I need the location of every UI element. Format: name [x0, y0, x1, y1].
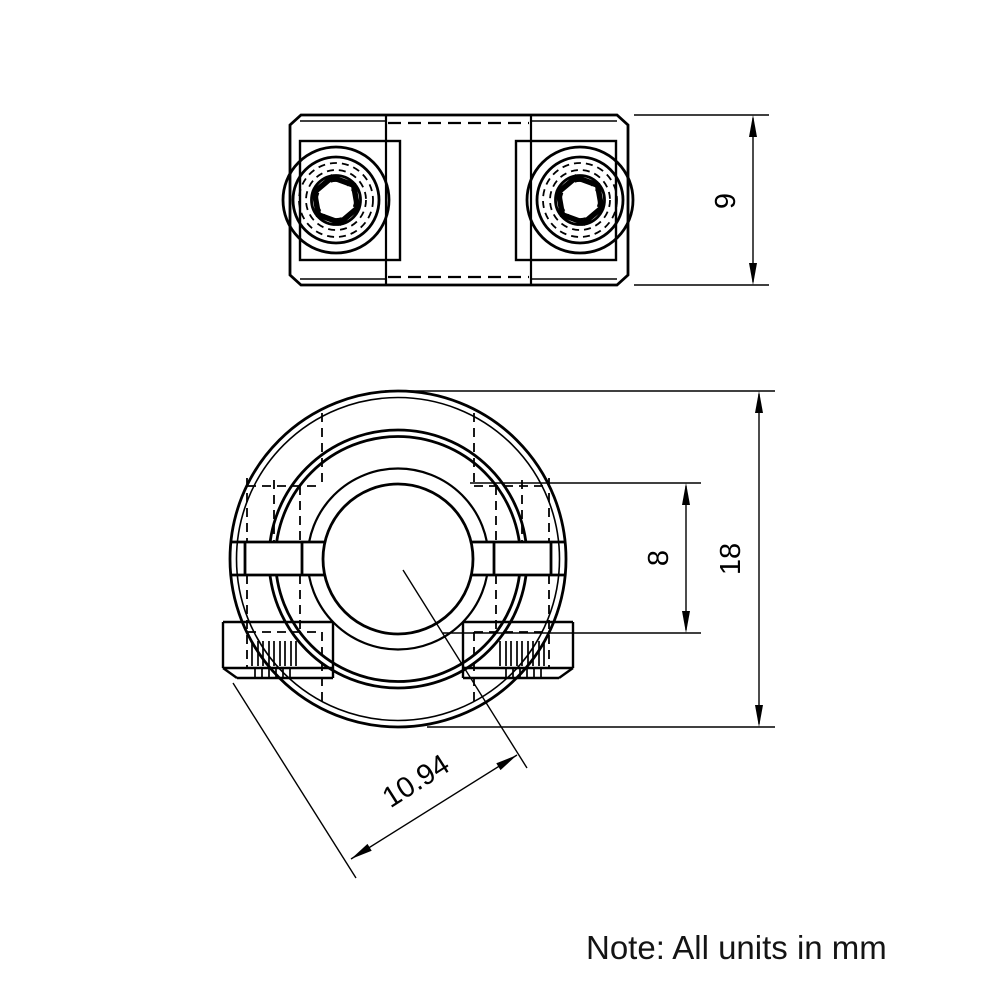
arrowhead: [682, 611, 690, 633]
dim-label-10-94: 10.94: [377, 748, 455, 814]
right-cap-screw: [525, 145, 635, 255]
left-screw-boss: [221, 620, 335, 680]
arrowhead: [351, 843, 372, 859]
dimension-bore-8: 8: [443, 482, 701, 634]
right-screw-boss: [461, 620, 575, 680]
arrowhead: [682, 483, 690, 505]
left-screw-pocket: [298, 139, 402, 262]
dim-label-9: 9: [710, 193, 742, 209]
dim-label-8: 8: [643, 550, 675, 566]
thread-hatch: [251, 641, 297, 678]
arrowhead: [749, 263, 757, 285]
left-cap-screw: [281, 145, 391, 255]
dimension-width-9: 9: [634, 114, 769, 286]
arrowhead: [749, 115, 757, 137]
outer-diameter-circle: [228, 389, 568, 729]
dimension-od-18: 18: [385, 390, 775, 728]
arrowhead: [755, 391, 763, 413]
split-faces: [231, 540, 565, 577]
top-view: [281, 113, 635, 287]
hidden-lines: [246, 413, 550, 704]
arrowhead: [755, 705, 763, 727]
right-screw-pocket: [514, 139, 618, 262]
dim-label-18: 18: [715, 543, 747, 575]
hex-socket-icon: [555, 174, 605, 226]
arrowhead: [496, 755, 517, 771]
hex-socket-icon: [311, 174, 361, 226]
units-note: Note: All units in mm: [586, 929, 887, 966]
front-view: [221, 389, 575, 729]
bore-circle: [321, 482, 475, 636]
dimension-corner-10-94: 10.94: [232, 569, 528, 879]
thread-hatch: [499, 641, 545, 678]
